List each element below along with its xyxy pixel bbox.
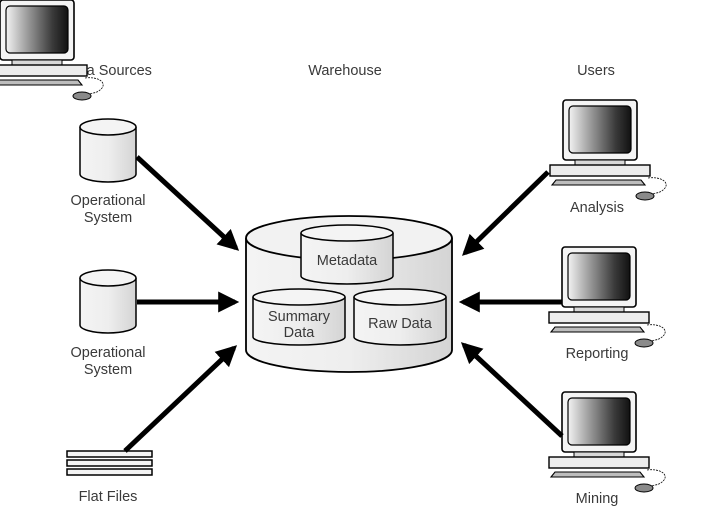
computer-icon bbox=[549, 99, 667, 201]
column-header-warehouse: Warehouse bbox=[308, 63, 382, 79]
store-label: Raw Data bbox=[368, 316, 433, 332]
store-label: Summary bbox=[268, 309, 331, 325]
user-analysis: Analysis bbox=[549, 99, 667, 216]
computer-icon bbox=[548, 391, 666, 493]
source-operational-system-2: Operational System bbox=[71, 269, 146, 378]
store-label: Data bbox=[284, 325, 316, 341]
source-flat-files: Flat Files bbox=[66, 450, 153, 505]
source-label: System bbox=[84, 210, 132, 226]
user-label: Analysis bbox=[570, 200, 624, 216]
user-label: Mining bbox=[576, 491, 619, 507]
database-icon bbox=[79, 269, 137, 334]
arrow-analysis-to-warehouse bbox=[461, 170, 550, 256]
user-mining: Mining bbox=[548, 391, 666, 507]
column-header-users: Users bbox=[577, 63, 615, 79]
store-metadata: Metadata bbox=[300, 224, 394, 285]
user-reporting: Reporting bbox=[548, 246, 666, 362]
computer-icon bbox=[0, 0, 104, 101]
arrow-flat-files-to-warehouse bbox=[123, 345, 238, 453]
arrow-mining-to-warehouse bbox=[460, 342, 564, 438]
store-raw-data: Raw Data bbox=[353, 288, 447, 346]
database-icon bbox=[79, 118, 137, 183]
user-label: Reporting bbox=[566, 346, 629, 362]
source-operational-system-1: Operational System bbox=[71, 118, 146, 226]
computer-icon bbox=[548, 246, 666, 348]
warehouse-cylinder: Metadata Summary Data Raw Data bbox=[245, 215, 453, 373]
store-label: Metadata bbox=[317, 253, 378, 269]
source-label: Operational bbox=[71, 345, 146, 361]
arrow-source-1-to-warehouse bbox=[135, 155, 240, 251]
source-label: Operational bbox=[71, 193, 146, 209]
source-label: Flat Files bbox=[79, 489, 138, 505]
store-summary-data: Summary Data bbox=[252, 288, 346, 346]
source-label: System bbox=[84, 362, 132, 378]
flat-files-icon bbox=[66, 450, 153, 476]
